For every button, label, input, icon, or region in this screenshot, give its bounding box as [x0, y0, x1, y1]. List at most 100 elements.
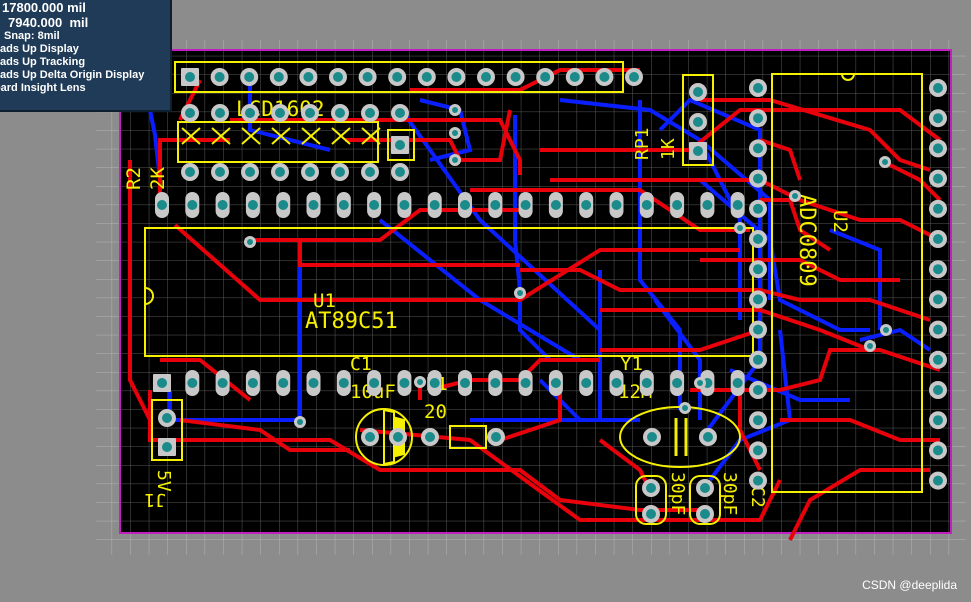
- r2-last-resistor: [387, 129, 415, 161]
- r2-pad-hole: [215, 108, 225, 118]
- lcd-pad-hole: [629, 72, 639, 82]
- via-hole: [297, 419, 303, 425]
- lcd-pad-hole: [214, 72, 225, 82]
- r2-pad-hole: [305, 108, 315, 118]
- r2-pad-hole: [335, 167, 345, 177]
- lcd-pad-hole: [392, 72, 403, 82]
- c2-pad-hole: [700, 509, 710, 519]
- r2-pad-hole: [365, 108, 375, 118]
- u1-pin-hole: [490, 200, 501, 210]
- c1-designator: C1: [350, 354, 372, 375]
- u1-pin-hole: [369, 200, 380, 210]
- r2-pad-hole: [395, 167, 405, 177]
- via-hole: [682, 405, 688, 411]
- u1-pin-hole: [278, 378, 289, 388]
- u1-pin-hole: [460, 200, 470, 210]
- c2-value: 30pF: [719, 472, 740, 515]
- y1-crystal: [674, 418, 688, 456]
- via-hole: [452, 130, 458, 136]
- u1-pin-hole: [399, 200, 410, 210]
- lcd-pad-hole: [451, 72, 462, 82]
- u1-pin-hole: [702, 200, 713, 210]
- c3-outline: [635, 475, 667, 525]
- u1-pin-hole: [157, 200, 167, 210]
- j1-outline: [151, 399, 183, 461]
- hud-option-insight-lens: Board Insight Lens: [0, 82, 86, 94]
- u1-pin-hole: [490, 378, 501, 388]
- lcd-pad-hole: [540, 72, 551, 82]
- u1-pin-hole: [611, 200, 622, 210]
- via-hole: [517, 290, 523, 296]
- u1-pin-hole: [308, 200, 319, 210]
- u2-pin-hole: [753, 173, 763, 184]
- u2-pin-hole: [753, 294, 763, 305]
- r2-designator: R2: [123, 167, 145, 190]
- u2-pin-hole: [933, 354, 943, 365]
- heads-up-display: 17800.000 mil 7940.000 mil Snap: 8mil He…: [0, 0, 172, 112]
- u2-pin-hole: [753, 113, 763, 124]
- u2-pin-hole: [753, 143, 763, 154]
- u2-pin-hole: [753, 475, 763, 486]
- u2-pin-hole: [753, 324, 763, 335]
- u1-pin-hole: [732, 378, 743, 388]
- lcd-pad-hole: [333, 72, 343, 82]
- r2-pad-hole: [275, 167, 285, 177]
- u2-part-name: ADC0809: [794, 194, 819, 287]
- u2-pin-hole: [753, 203, 763, 214]
- y1-pad-hole: [703, 432, 713, 442]
- r1-value: 20: [424, 401, 447, 423]
- lcd-pad-hole: [421, 72, 432, 82]
- u1-pin-hole: [157, 378, 167, 388]
- r2-pad-hole: [305, 167, 315, 177]
- r2-value: 2K: [147, 167, 169, 190]
- u1-pin-hole: [247, 200, 258, 210]
- lcd-pad-hole: [273, 72, 284, 82]
- x-coordinate: 17800.000 mil: [2, 0, 86, 15]
- rp1-outline: [682, 74, 714, 166]
- lcd-pad-hole: [303, 72, 314, 82]
- r2-pad-hole: [275, 108, 285, 118]
- watermark: CSDN @deeplida: [862, 578, 957, 592]
- u2-pin-hole: [933, 475, 943, 486]
- lcd-pad-hole: [481, 72, 491, 82]
- lcd-pad-hole: [362, 72, 373, 82]
- u1-pin-hole: [399, 378, 410, 388]
- u1-pin-hole: [611, 378, 622, 388]
- u2-pin-hole: [753, 354, 763, 365]
- u1-pin-hole: [247, 378, 258, 388]
- r2-pad-hole: [245, 167, 255, 177]
- u1-pin-hole: [550, 200, 561, 210]
- hud-option-tracking: Heads Up Tracking: [0, 56, 86, 68]
- lcd-pad-hole: [510, 72, 521, 82]
- lcd-pad-hole: [599, 72, 610, 82]
- via-hole: [792, 193, 798, 199]
- u1-pin-hole: [581, 200, 592, 210]
- u1-pin-hole: [672, 378, 683, 388]
- snap-setting: Snap: 8mil: [4, 30, 60, 42]
- rp1-pad-hole: [693, 117, 703, 127]
- c3-value: 30pF: [667, 472, 688, 515]
- r2-pad-hole: [365, 167, 375, 177]
- lcd-pad-hole: [569, 72, 580, 82]
- r1-pad-hole: [491, 432, 501, 442]
- u2-pin-hole: [753, 264, 763, 275]
- hud-option-display: Heads Up Display: [0, 43, 79, 55]
- u1-pin-hole: [520, 200, 531, 210]
- via-hole: [452, 107, 458, 113]
- r2-pad-hole: [215, 167, 225, 177]
- u2-pin-hole: [933, 203, 943, 214]
- via-hole: [883, 327, 889, 333]
- u1-pin-hole: [308, 378, 319, 388]
- u1-pin-hole: [187, 200, 198, 210]
- hud-option-delta-origin: Heads Up Delta Origin Display: [0, 69, 145, 81]
- u1-pin-hole: [520, 378, 531, 388]
- u1-pin-hole: [217, 200, 228, 210]
- j1-pad-hole: [162, 442, 172, 452]
- via-hole: [452, 157, 458, 163]
- y1-designator: Y1: [620, 353, 643, 375]
- via-hole: [697, 380, 703, 386]
- u1-designator: U1: [313, 290, 336, 312]
- u2-pin-hole: [933, 234, 943, 244]
- via-hole: [247, 239, 253, 245]
